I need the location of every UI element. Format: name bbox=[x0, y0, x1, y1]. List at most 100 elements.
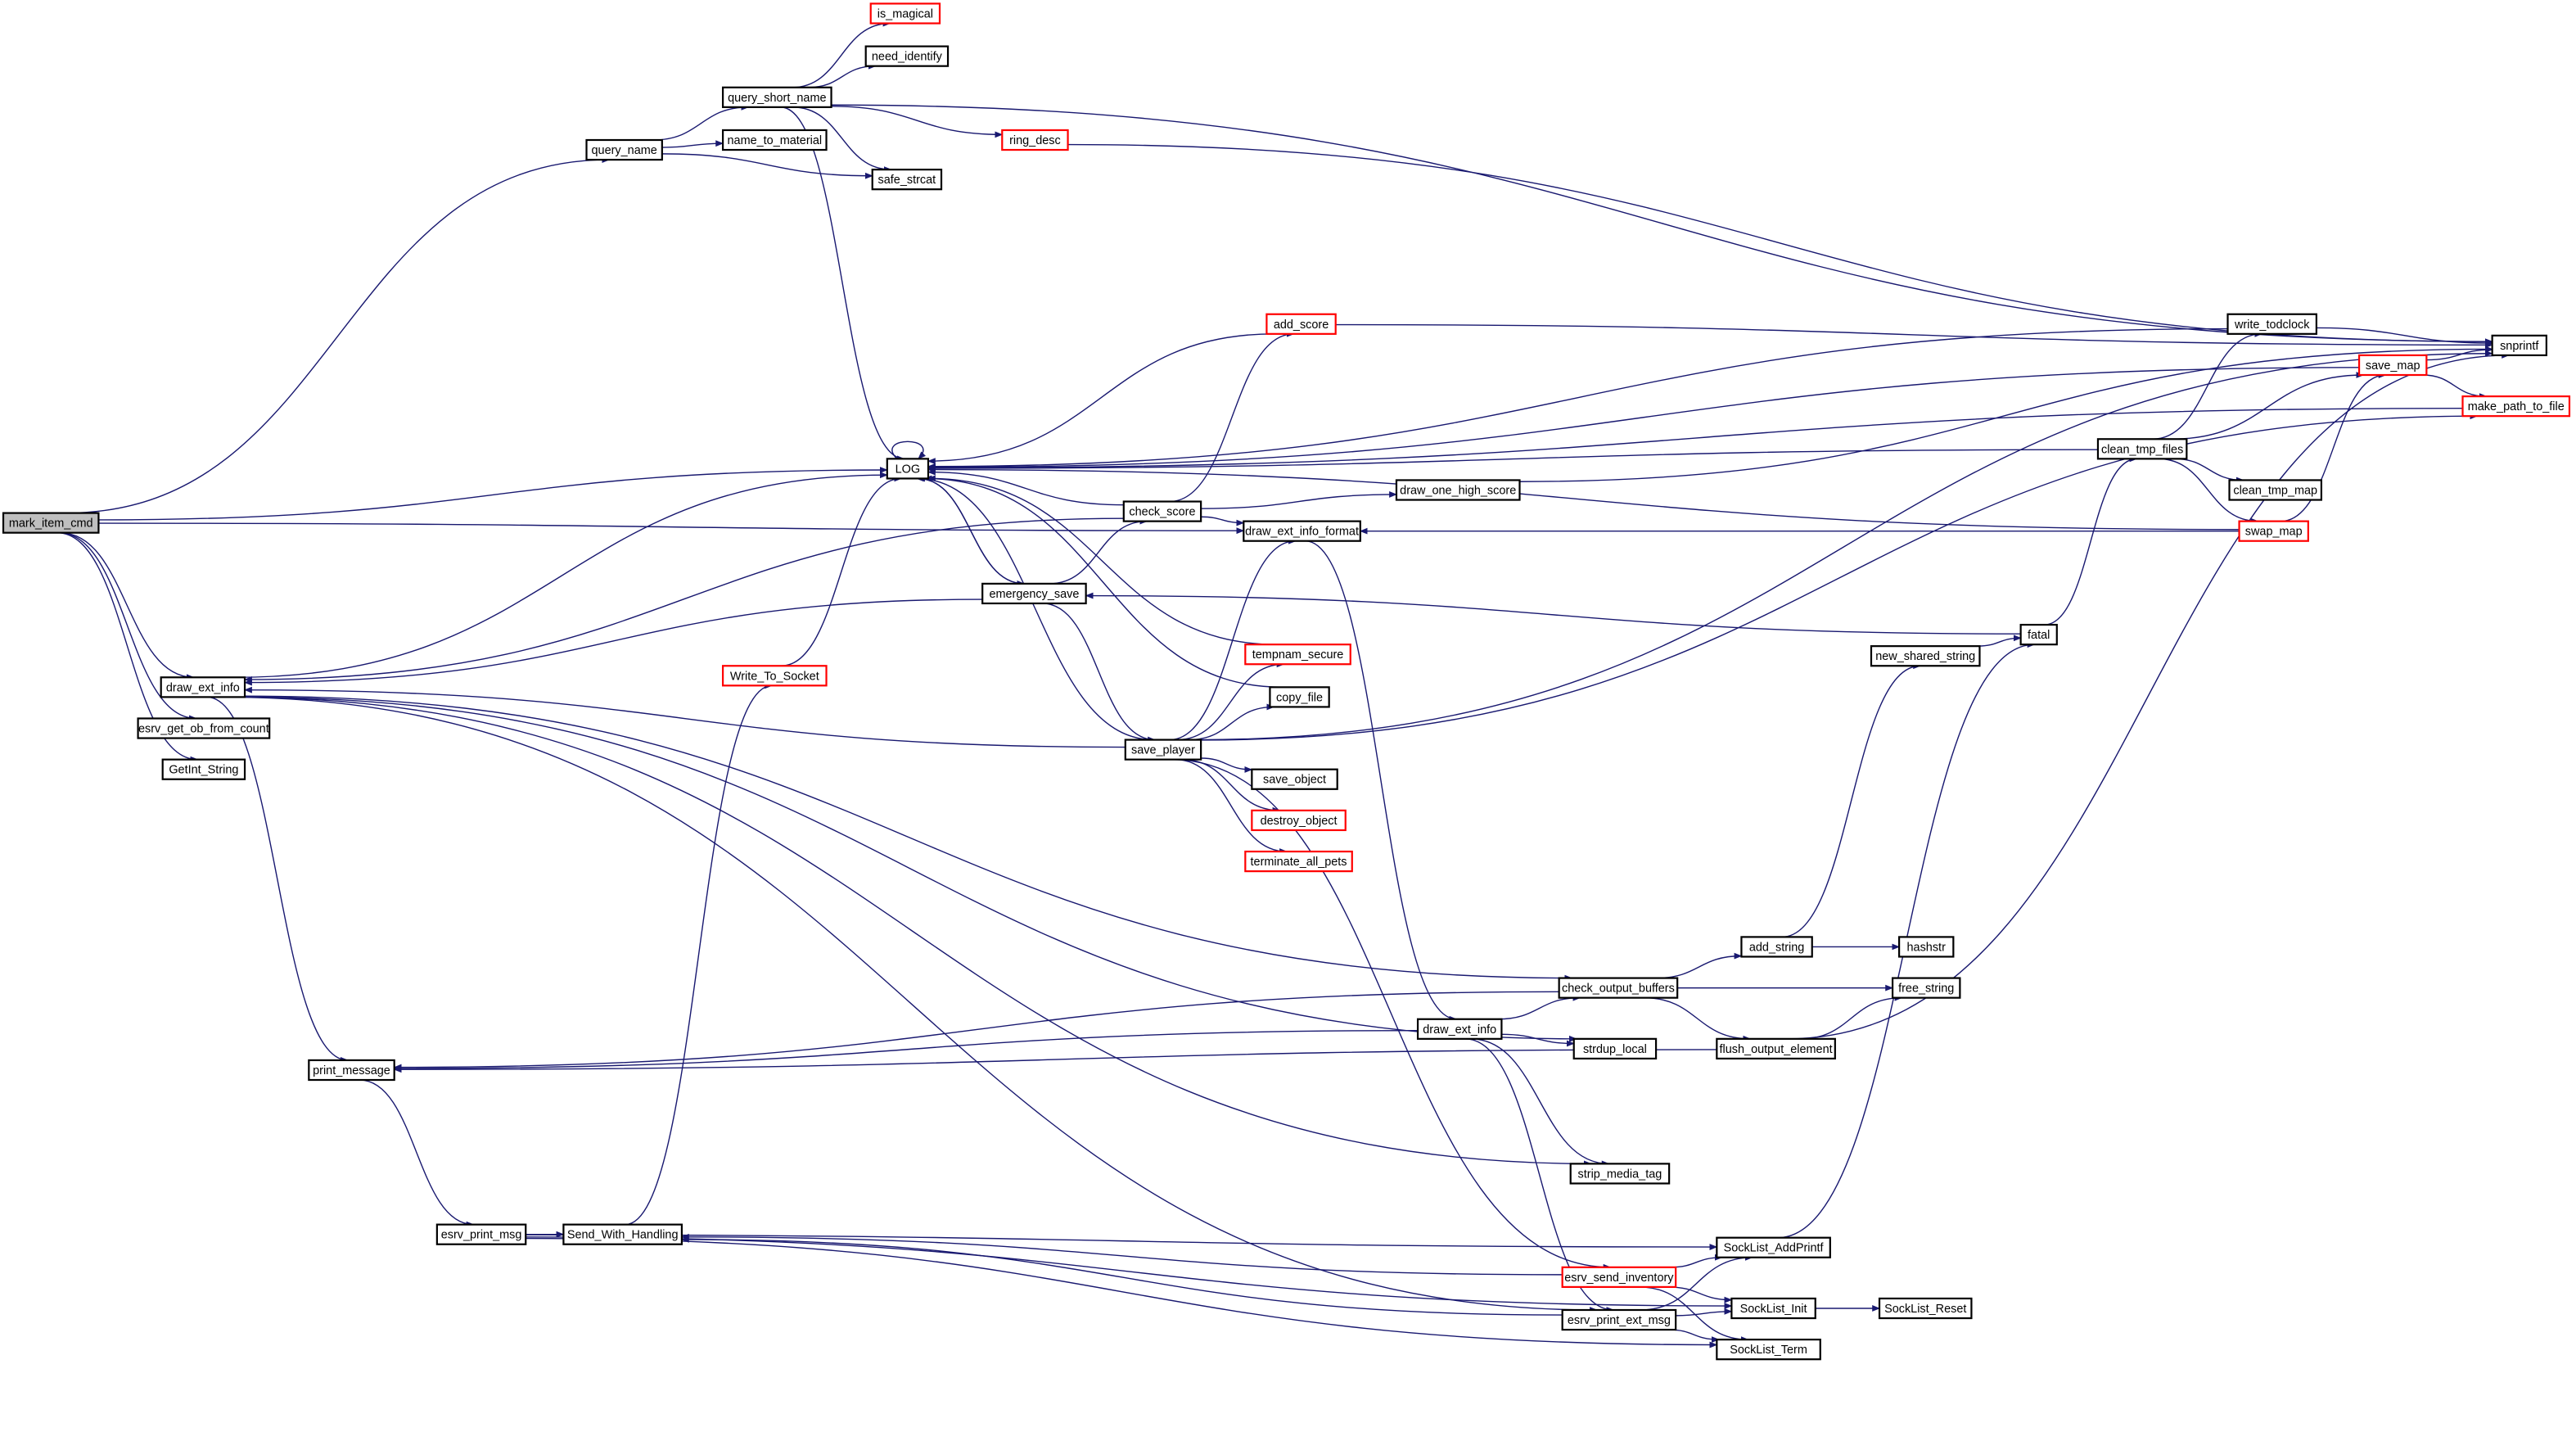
node-esrv-get-ob-from-count[interactable]: esrv_get_ob_from_count bbox=[137, 717, 271, 739]
node-write-todclock[interactable]: write_todclock bbox=[2226, 313, 2317, 335]
node-label: hashstr bbox=[1907, 941, 1947, 954]
node-socklist-addprintf[interactable]: SockList_AddPrintf bbox=[1716, 1236, 1831, 1258]
node-log[interactable]: LOG bbox=[886, 458, 930, 480]
node-label: esrv_print_ext_msg bbox=[1568, 1314, 1671, 1327]
edge-draw_ext_info_l-to-LOG bbox=[234, 472, 888, 678]
node-tempnam-secure[interactable]: tempnam_secure bbox=[1244, 644, 1351, 666]
edge-fatal-to-clean_tmp_files bbox=[2044, 455, 2138, 626]
node-box bbox=[1730, 1297, 1816, 1320]
edge-query_short_name-to-is_magical bbox=[792, 20, 891, 88]
node-box bbox=[1898, 936, 1955, 958]
node-save-object[interactable]: save_object bbox=[1251, 768, 1338, 790]
edge-ring_desc-to-snprintf bbox=[1067, 143, 2493, 346]
node-need-identify[interactable]: need_identify bbox=[864, 45, 950, 67]
node-box bbox=[1251, 809, 1347, 832]
node-make-path-to-file[interactable]: make_path_to_file bbox=[2461, 395, 2571, 418]
node-draw-ext-info-l[interactable]: draw_ext_info bbox=[160, 676, 246, 698]
node-strdup-local[interactable]: strdup_local bbox=[1572, 1037, 1658, 1060]
edge-save_map-to-snprintf bbox=[2426, 346, 2493, 361]
node-save-map[interactable]: save_map bbox=[2357, 354, 2428, 377]
node-box bbox=[2491, 334, 2547, 357]
node-label: esrv_send_inventory bbox=[1564, 1272, 1674, 1285]
edge-draw_ext_info_m-to-print_message bbox=[393, 1029, 1419, 1072]
edge-add_score-to-snprintf bbox=[1335, 323, 2493, 349]
node-snprintf[interactable]: snprintf bbox=[2491, 334, 2547, 357]
node-mark-item-cmd[interactable]: mark_item_cmd bbox=[2, 512, 100, 534]
node-label: print_message bbox=[313, 1064, 390, 1077]
node-esrv-print-ext-msg[interactable]: esrv_print_ext_msg bbox=[1561, 1308, 1677, 1331]
node-send-with-handling[interactable]: Send_With_Handling bbox=[562, 1223, 683, 1245]
node-swap-map[interactable]: swap_map bbox=[2238, 520, 2309, 542]
node-emergency-save[interactable]: emergency_save bbox=[981, 582, 1087, 605]
node-label: name_to_material bbox=[728, 134, 823, 147]
node-label: add_string bbox=[1749, 941, 1804, 954]
node-box bbox=[1395, 479, 1521, 501]
node-copy-file[interactable]: copy_file bbox=[1269, 686, 1330, 708]
node-draw-ext-info-m[interactable]: draw_ext_info bbox=[1416, 1018, 1503, 1040]
node-save-player[interactable]: save_player bbox=[1124, 739, 1202, 761]
node-strip-media-tag[interactable]: strip_media_tag bbox=[1569, 1163, 1671, 1185]
node-add-string[interactable]: add_string bbox=[1740, 936, 1813, 958]
node-box bbox=[1122, 500, 1202, 522]
node-clean-tmp-files[interactable]: clean_tmp_files bbox=[2096, 438, 2188, 460]
node-new-shared-string[interactable]: new_shared_string bbox=[1870, 645, 1981, 667]
edge-draw_ext_info_l-to-print_message bbox=[206, 696, 349, 1064]
node-ring-desc[interactable]: ring_desc bbox=[1001, 129, 1069, 151]
node-label: query_short_name bbox=[728, 92, 826, 105]
node-label: clean_tmp_files bbox=[2101, 443, 2183, 456]
edge-copy_file-to-LOG bbox=[923, 475, 1283, 689]
node-flush-output-element[interactable]: flush_output_element bbox=[1716, 1037, 1836, 1060]
node-box bbox=[721, 129, 828, 151]
edge-save_player-to-terminate_all_pets bbox=[1175, 758, 1288, 855]
node-label: snprintf bbox=[2500, 340, 2539, 353]
node-box bbox=[886, 458, 930, 480]
node-name-to-material[interactable]: name_to_material bbox=[721, 129, 828, 151]
node-socklist-init[interactable]: SockList_Init bbox=[1730, 1297, 1816, 1320]
edge-esrv_send_inventory-to-SockList_AddPrintf bbox=[1670, 1254, 1723, 1268]
node-socklist-reset[interactable]: SockList_Reset bbox=[1878, 1297, 1973, 1320]
node-add-score[interactable]: add_score bbox=[1265, 313, 1337, 335]
edge-check_score-to-LOG bbox=[927, 468, 1124, 506]
node-draw-one-high-score[interactable]: draw_one_high_score bbox=[1395, 479, 1521, 501]
node-clean-tmp-map[interactable]: clean_tmp_map bbox=[2228, 479, 2323, 501]
node-hashstr[interactable]: hashstr bbox=[1898, 936, 1955, 958]
node-print-message[interactable]: print_message bbox=[308, 1059, 395, 1082]
edge-query_short_name-to-LOG bbox=[780, 106, 905, 463]
node-draw-ext-info-format[interactable]: draw_ext_info_format bbox=[1243, 520, 1361, 542]
node-label: SockList_Init bbox=[1740, 1303, 1807, 1316]
edge-esrv_send_inventory-to-SockList_Term bbox=[1639, 1286, 1749, 1344]
node-getint-string[interactable]: GetInt_String bbox=[161, 758, 246, 780]
edge-save_player-to-tempnam_secure bbox=[1176, 661, 1285, 741]
node-query-short-name[interactable]: query_short_name bbox=[721, 86, 832, 108]
edge-emergency_save-to-draw_ext_info_l bbox=[244, 599, 983, 686]
edge-draw_ext_info_l-to-esrv_print_ext_msg bbox=[224, 696, 1598, 1313]
edge-save_player-to-make_path_to_file bbox=[1201, 413, 2479, 741]
node-label: save_map bbox=[2366, 359, 2420, 373]
edge-save_player-to-draw_ext_info_l bbox=[244, 686, 1126, 748]
node-is-magical[interactable]: is_magical bbox=[869, 2, 941, 25]
node-socklist-term[interactable]: SockList_Term bbox=[1716, 1339, 1821, 1361]
node-terminate-all-pets[interactable]: terminate_all_pets bbox=[1244, 850, 1353, 873]
node-label: SockList_AddPrintf bbox=[1724, 1242, 1825, 1255]
node-box bbox=[721, 665, 828, 687]
node-fatal[interactable]: fatal bbox=[2019, 623, 2058, 646]
edge-save_player-to-copy_file bbox=[1189, 703, 1275, 741]
node-box bbox=[1416, 1018, 1503, 1040]
node-esrv-print-msg[interactable]: esrv_print_msg bbox=[435, 1223, 527, 1245]
node-check-score[interactable]: check_score bbox=[1122, 500, 1202, 522]
node-free-string[interactable]: free_string bbox=[1891, 977, 1961, 999]
node-destroy-object[interactable]: destroy_object bbox=[1251, 809, 1347, 832]
edge-query_short_name-to-snprintf bbox=[831, 104, 2493, 346]
node-label: draw_ext_info bbox=[166, 681, 240, 694]
edge-esrv_print_msg-to-SockList_Term bbox=[526, 1237, 1718, 1348]
node-safe-strcat[interactable]: safe_strcat bbox=[871, 169, 943, 191]
node-box bbox=[1740, 936, 1813, 958]
node-label: Write_To_Socket bbox=[730, 670, 819, 683]
node-esrv-send-inventory[interactable]: esrv_send_inventory bbox=[1561, 1266, 1677, 1289]
node-check-output-buffers[interactable]: check_output_buffers bbox=[1558, 977, 1679, 999]
node-box bbox=[161, 758, 246, 780]
node-box bbox=[1561, 1266, 1677, 1289]
node-query-name[interactable]: query_name bbox=[585, 138, 663, 161]
node-write-to-socket[interactable]: Write_To_Socket bbox=[721, 665, 828, 687]
node-box bbox=[2, 512, 100, 534]
